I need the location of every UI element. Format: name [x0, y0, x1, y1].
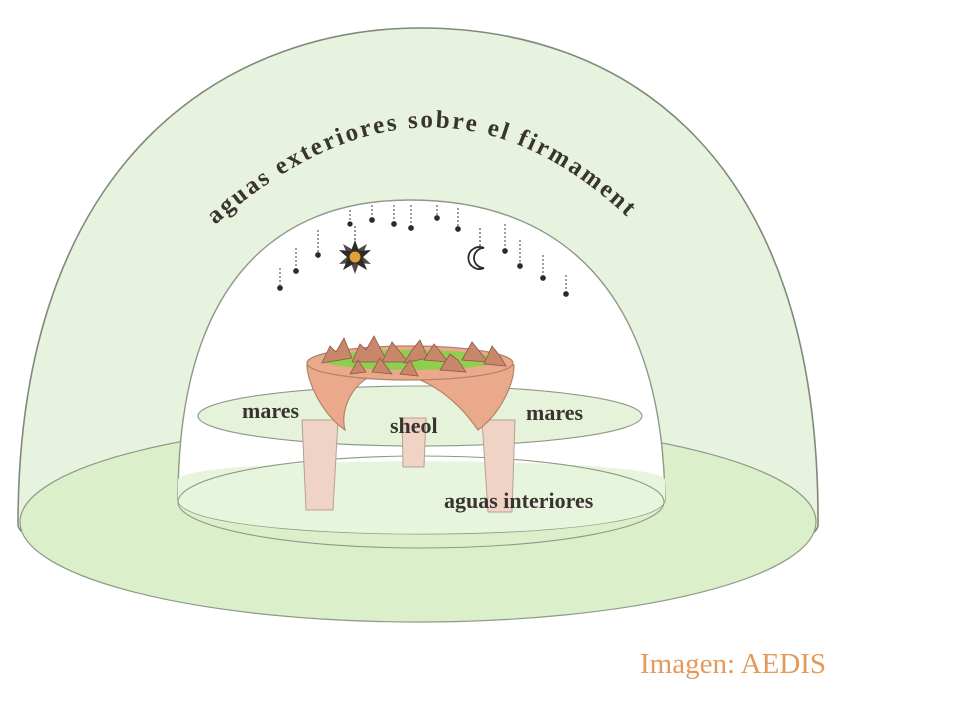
star-icon: [391, 221, 397, 227]
mares-right-label: mares: [526, 400, 583, 425]
earth-pillars: [301, 417, 516, 513]
star-icon: [277, 285, 283, 291]
earth-platform: [306, 335, 515, 432]
stars: [277, 205, 569, 297]
star-icon: [347, 221, 353, 227]
star-icon: [502, 248, 508, 254]
star-icon: [408, 225, 414, 231]
inner-waters-region: [178, 461, 665, 534]
crescent-moon-icon: [467, 228, 485, 270]
mares-left-label: mares: [242, 398, 299, 423]
sheol-label: sheol: [390, 413, 438, 438]
sun-icon: [339, 226, 371, 274]
star-icon: [369, 217, 375, 223]
star-icon: [455, 226, 461, 232]
star-icon: [434, 215, 440, 221]
star-icon: [293, 268, 299, 274]
star-icon: [563, 291, 569, 297]
inner-waters-label: aguas interiores: [444, 488, 594, 513]
mountains: [321, 335, 507, 377]
image-credit: Imagen: AEDIS: [640, 648, 826, 680]
star-icon: [517, 263, 523, 269]
star-icon: [315, 252, 321, 258]
star-icon: [540, 275, 546, 281]
